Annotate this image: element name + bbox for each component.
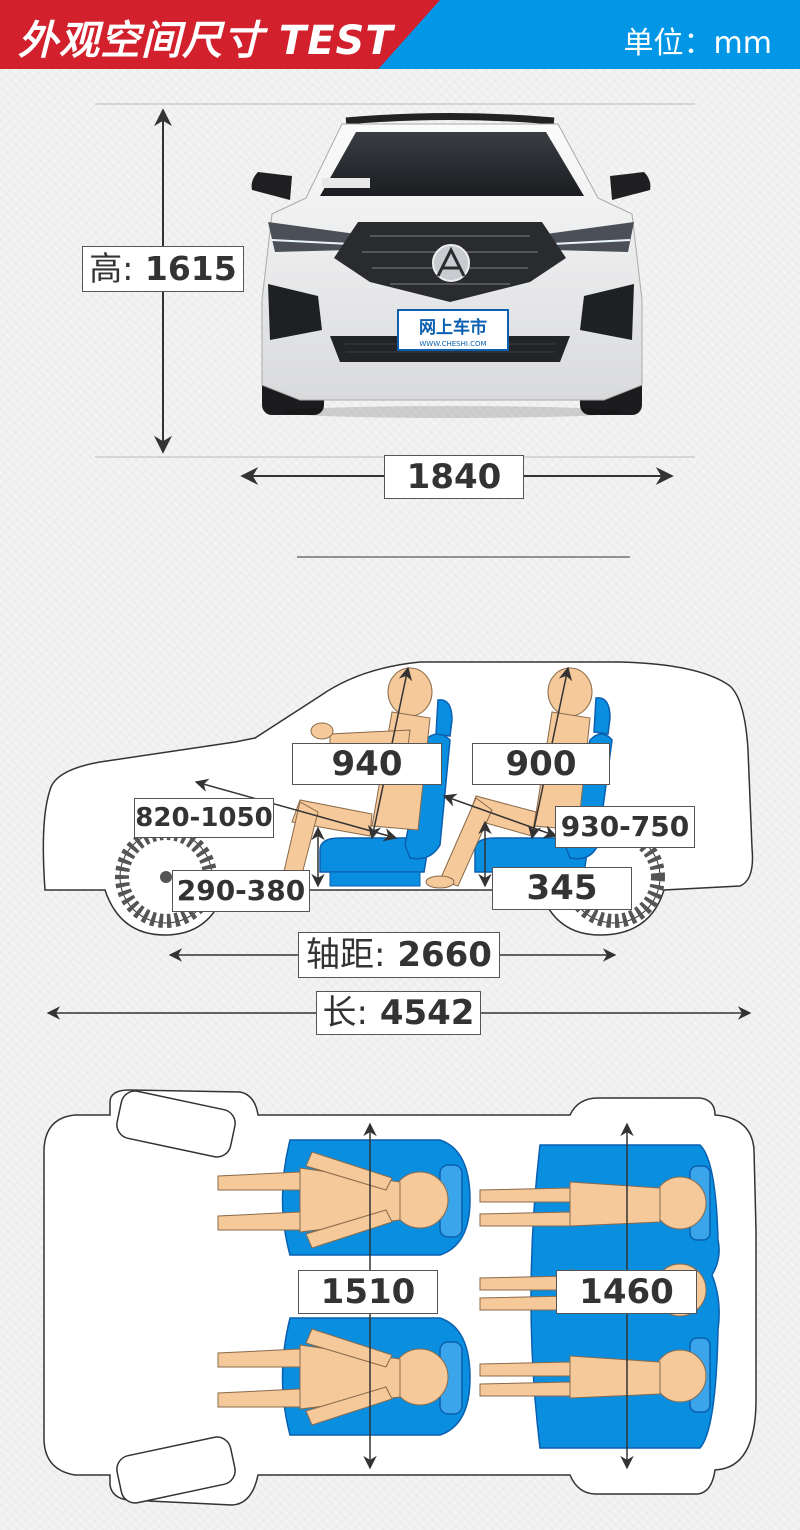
rear-shoulder-label: 1460: [556, 1270, 697, 1314]
height-label: 高: 1615: [82, 246, 244, 292]
height-prefix: 高:: [89, 249, 134, 288]
length-prefix: 长:: [322, 993, 368, 1033]
page-title: 外观空间尺寸 TEST: [18, 18, 394, 64]
car-front-image: 网上车市 WWW.CHESHI.COM: [251, 113, 651, 418]
rear-legroom-label: 930-750: [555, 806, 695, 848]
front-shoulder-label: 1510: [298, 1270, 438, 1314]
top-front-left-wheel: [116, 1090, 236, 1158]
plate-subtext: WWW.CHESHI.COM: [419, 340, 486, 348]
height-value: 1615: [144, 249, 237, 288]
front-view: 网上车市 WWW.CHESHI.COM: [95, 103, 695, 485]
front-headroom-label: 940: [292, 743, 442, 785]
front-legroom-arrow: [194, 778, 398, 842]
header-banner: 外观空间尺寸 TEST 单位：mm: [0, 0, 800, 69]
width-value: 1840: [406, 457, 502, 497]
length-label: 长: 4542: [316, 991, 481, 1035]
license-plate: [397, 309, 509, 351]
top-front-right-wheel: [116, 1436, 236, 1504]
plate-text: 网上车市: [419, 317, 487, 338]
rear-headroom-label: 900: [472, 743, 610, 785]
width-label: 1840: [384, 455, 524, 499]
rear-seat-height-label: 345: [492, 867, 632, 910]
length-value: 4542: [379, 993, 475, 1033]
header-red-band: [0, 0, 440, 69]
wheelbase-label: 轴距: 2660: [298, 932, 500, 978]
front-legroom-label: 820-1050: [134, 798, 274, 838]
front-seat-height-label: 290-380: [172, 870, 310, 912]
wheelbase-value: 2660: [397, 935, 492, 975]
rear-legroom-arrow: [442, 793, 558, 839]
unit-label: 单位：mm: [623, 26, 772, 61]
wheelbase-prefix: 轴距:: [306, 935, 386, 975]
